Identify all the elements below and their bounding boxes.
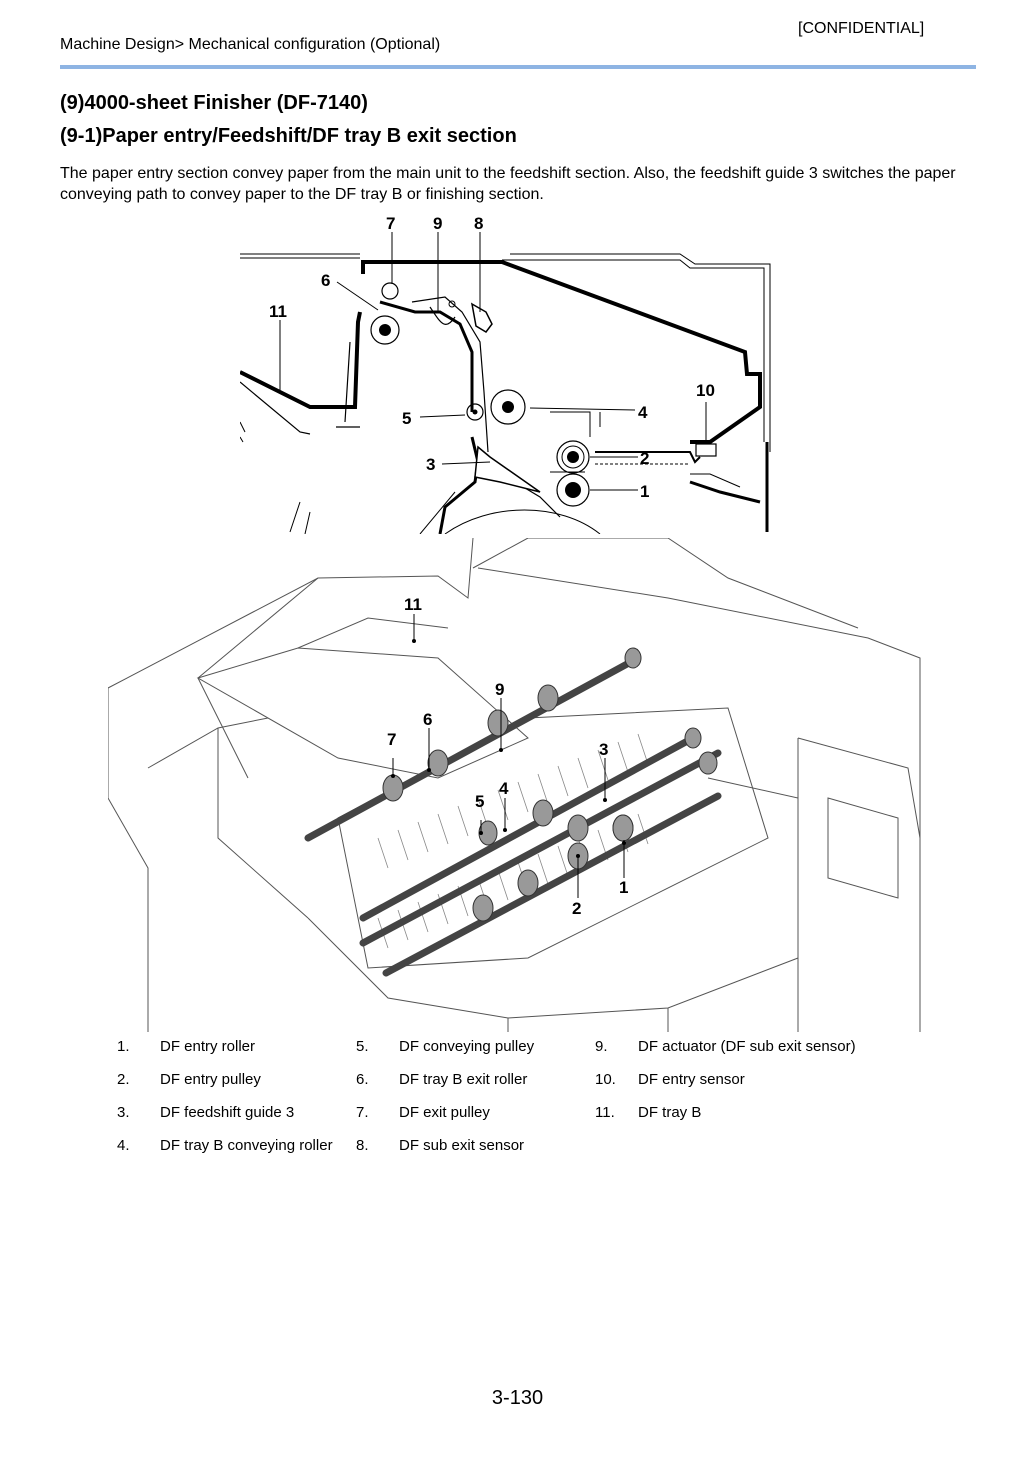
callout-3: 3 [426,455,435,474]
callout-9: 9 [495,680,504,699]
intro-paragraph: The paper entry section convey paper fro… [60,165,956,203]
isometric-figure: 11 9 6 7 3 4 5 1 2 [108,538,928,1032]
callout-1: 1 [619,878,628,897]
isometric-drawing: 11 9 6 7 3 4 5 1 2 [108,538,921,1032]
legend-number: 2. [117,1071,130,1088]
callout-11: 11 [269,302,287,321]
callout-7: 7 [386,214,395,233]
legend-label: DF tray B conveying roller [160,1137,333,1154]
legend-label: DF exit pulley [399,1104,490,1121]
callout-11: 11 [404,595,422,614]
legend-label: DF entry pulley [160,1071,261,1088]
callout-6: 6 [423,710,432,729]
legend-label: DF tray B [638,1104,702,1121]
callout-4: 4 [638,403,648,422]
subsection-title: (9-1)Paper entry/Feedshift/DF tray B exi… [60,125,517,147]
cross-section-drawing: 7 9 8 6 11 10 4 5 2 3 1 [240,214,771,534]
legend-number: 6. [356,1071,369,1088]
legend-number: 7. [356,1104,369,1121]
legend-number: 3. [117,1104,130,1121]
callout-9: 9 [433,214,442,233]
callout-labels: 7 9 8 6 11 10 4 5 2 3 1 [269,214,715,501]
callout-4: 4 [499,779,509,798]
callout-3: 3 [599,740,608,759]
cross-section-figure: 7 9 8 6 11 10 4 5 2 3 1 [240,212,780,534]
callout-5: 5 [402,409,411,428]
callout-6: 6 [321,271,330,290]
legend-number: 9. [595,1038,608,1055]
legend-number: 1. [117,1038,130,1055]
callout-1: 1 [640,482,649,501]
legend-label: DF tray B exit roller [399,1071,528,1088]
callout-2: 2 [640,449,649,468]
callout-7: 7 [387,730,396,749]
callout-8: 8 [474,214,483,233]
legend-label: DF actuator (DF sub exit sensor) [638,1038,856,1055]
legend-label: DF entry roller [160,1038,256,1055]
legend-number: 5. [356,1038,369,1055]
callout-5: 5 [475,792,484,811]
callout-10: 10 [696,381,715,400]
legend-number: 8. [356,1137,369,1154]
section-title: (9)4000-sheet Finisher (DF-7140) [60,92,368,114]
callout-2: 2 [572,899,581,918]
page-number: 3-130 [491,1387,544,1409]
confidential-mark: [CONFIDENTIAL] [798,20,925,37]
legend-label: DF entry sensor [638,1071,745,1088]
breadcrumb: Machine Design> Mechanical configuration… [60,36,441,53]
legend-number: 11. [595,1104,615,1121]
legend-number: 4. [117,1137,130,1154]
header-rule [60,65,976,69]
legend-label: DF sub exit sensor [399,1137,525,1154]
legend-number: 10. [595,1071,616,1088]
legend-label: DF conveying pulley [399,1038,535,1055]
legend-label: DF feedshift guide 3 [160,1104,295,1121]
callout-labels: 11 9 6 7 3 4 5 1 2 [387,595,628,918]
